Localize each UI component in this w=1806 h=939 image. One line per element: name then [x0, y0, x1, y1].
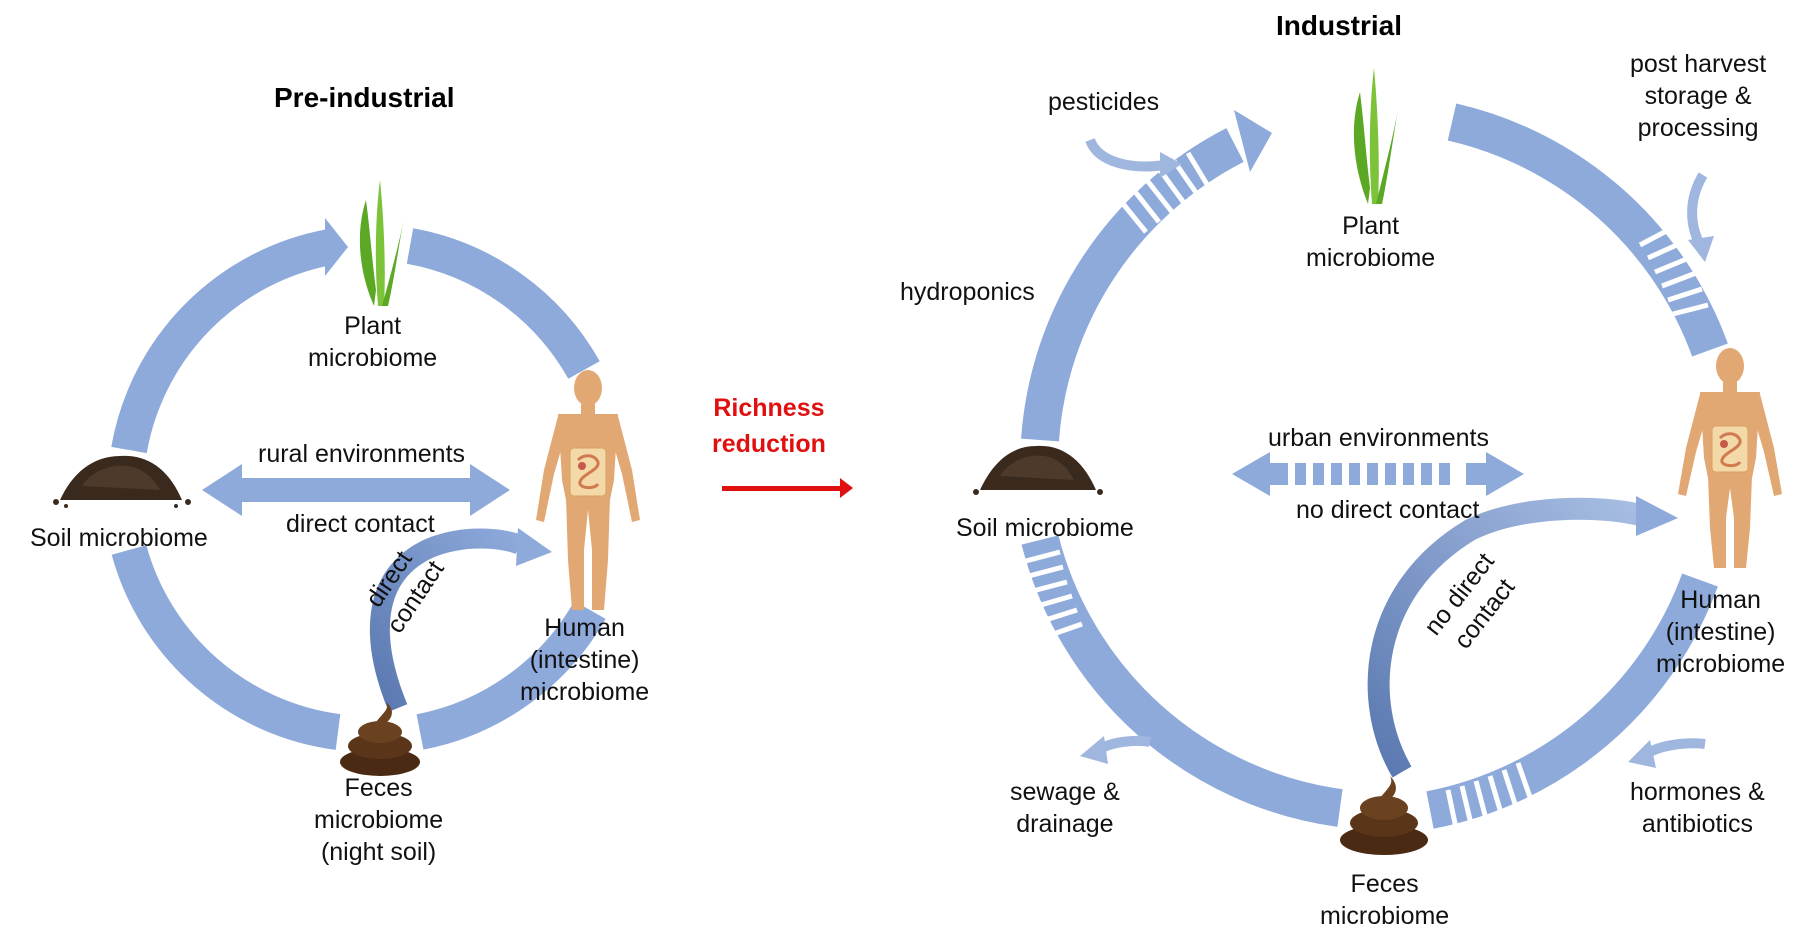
post-harvest-input-arrow	[1687, 172, 1708, 248]
post-harvest-line3: processing	[1637, 114, 1759, 142]
title-industrial: Industrial	[1276, 10, 1403, 41]
curved-arrow-no-direct-contact	[1367, 496, 1678, 778]
post-harvest-line1: post harvest	[1630, 50, 1767, 78]
pre-industrial-cycle	[111, 218, 606, 750]
pre-plant-label-line2: microbiome	[308, 344, 438, 372]
hormones-label: hormones & antibiotics	[1630, 776, 1765, 840]
pre-feces-label-line1: Feces	[344, 774, 413, 802]
hormones-line1: hormones &	[1630, 778, 1765, 806]
pre-feces-label-line2: microbiome	[314, 806, 444, 834]
transition-arrow	[722, 478, 853, 498]
hormones-line2: antibiotics	[1641, 810, 1753, 838]
sewage-line1: sewage &	[1010, 778, 1120, 806]
pesticides-label: pesticides	[1048, 88, 1160, 116]
feces-icon	[1340, 776, 1428, 855]
soil-pile-icon	[973, 445, 1103, 495]
ind-feces-label: Feces microbiome	[1320, 868, 1449, 932]
post-harvest-line2: storage &	[1644, 82, 1752, 110]
arrow-feces-to-soil	[111, 545, 341, 750]
ind-human-label: Human (intestine) microbiome	[1656, 584, 1785, 680]
transition-label: Richness reduction	[712, 390, 826, 462]
pre-feces-label-line3: (night soil)	[320, 838, 437, 866]
urban-environments-label: urban environments	[1268, 424, 1489, 452]
break-stripes-post-harvest	[1638, 225, 1709, 317]
arrow-soil-to-plant-industrial	[1021, 128, 1244, 442]
ind-human-label-line2: (intestine)	[1665, 618, 1776, 646]
arrow-head-plant	[325, 218, 348, 276]
arrow-plant-to-human-industrial	[1447, 103, 1728, 357]
title-pre-industrial: Pre-industrial	[274, 82, 455, 113]
industrial-cycle	[1021, 103, 1728, 829]
pre-plant-label-line1: Plant	[344, 312, 402, 340]
ind-plant-label-line2: microbiome	[1306, 244, 1436, 272]
ind-human-label-line3: microbiome	[1656, 650, 1786, 678]
human-body-icon	[1678, 348, 1782, 568]
plant-icon	[359, 180, 404, 306]
human-body-icon	[536, 370, 640, 610]
soil-pile-icon	[53, 455, 191, 508]
curved-arrow-direct-contact	[369, 528, 552, 712]
pre-human-label-line1: Human	[544, 614, 625, 642]
pre-feces-label: Feces microbiome (night soil)	[314, 772, 443, 868]
transition-label-line1: Richness	[713, 394, 825, 422]
sewage-line2: drainage	[1016, 810, 1114, 838]
hormones-input-arrow	[1642, 738, 1706, 760]
pre-plant-label: Plant microbiome	[308, 310, 437, 374]
arrow-feces-to-soil-industrial	[1021, 535, 1343, 827]
no-direct-contact-label: no direct contact	[1296, 496, 1480, 524]
arrow-human-to-feces	[416, 600, 606, 750]
pre-human-label-line3: microbiome	[520, 678, 650, 706]
sewage-label: sewage & drainage	[1010, 776, 1120, 840]
transition-label-line2: reduction	[712, 430, 826, 458]
ind-plant-label-line1: Plant	[1342, 212, 1400, 240]
ind-feces-label-line2: microbiome	[1320, 902, 1450, 930]
pesticides-input-arrow	[1085, 137, 1166, 172]
rural-environments-label: rural environments	[258, 440, 466, 468]
arrow-plant-to-human	[406, 228, 600, 380]
pre-soil-label: Soil microbiome	[30, 524, 208, 552]
pre-human-label-line2: (intestine)	[529, 646, 640, 674]
ind-human-label-line1: Human	[1680, 586, 1761, 614]
post-harvest-label: post harvest storage & processing	[1630, 48, 1766, 144]
break-stripes-pesticides	[1118, 151, 1211, 234]
break-stripes-sewage	[1021, 549, 1083, 640]
ind-soil-label: Soil microbiome	[956, 514, 1134, 542]
plant-icon	[1353, 68, 1398, 204]
double-arrow-urban	[1232, 452, 1524, 496]
ind-feces-label-line1: Feces	[1350, 870, 1419, 898]
pre-human-label: Human (intestine) microbiome	[520, 612, 649, 708]
arrow-head-plant-industrial	[1234, 110, 1272, 172]
arrow-soil-to-plant	[111, 229, 334, 454]
ind-plant-label: Plant microbiome	[1306, 210, 1435, 274]
hydroponics-label: hydroponics	[900, 278, 1035, 306]
break-stripes-hormones	[1445, 762, 1534, 829]
feces-icon	[340, 702, 420, 776]
direct-contact-label: direct contact	[286, 510, 435, 538]
double-arrow-rural	[202, 464, 510, 516]
